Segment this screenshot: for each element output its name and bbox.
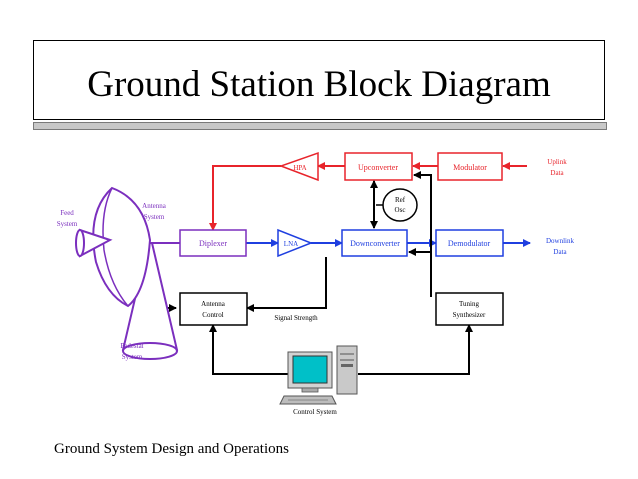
pedestal-system-label-2: System [122, 353, 143, 361]
tuning-synth-label-1: Tuning [459, 300, 479, 308]
cs-to-antenna-control [209, 324, 288, 375]
hpa-amplifier [278, 151, 319, 182]
title-underline-bar [33, 122, 607, 130]
antenna-control-label-2: Control [202, 311, 223, 319]
tuning-synth-label-2: Synthesizer [453, 311, 486, 319]
antenna-system-label-1: Antenna [142, 202, 167, 210]
antenna-control-block [179, 292, 248, 326]
demodulator-block [435, 229, 504, 257]
footer-caption: Ground System Design and Operations [54, 441, 289, 457]
diplexer-block [179, 229, 247, 257]
uplink-chain [209, 162, 527, 231]
lna-label: LNA [284, 240, 298, 248]
hpa-to-diplexer [209, 165, 281, 231]
uplink-data-label-1: Uplink [547, 158, 567, 166]
page-title: Ground Station Block Diagram [87, 64, 551, 105]
upconverter-label: Upconverter [358, 163, 398, 172]
control-system-label: Control System [293, 408, 337, 416]
ref-osc-label-2: Osc [395, 206, 406, 214]
uplink-data-label-2: Data [550, 169, 564, 177]
hpa-label: HPA [293, 164, 306, 172]
downconverter-label: Downconverter [350, 239, 400, 248]
feed-system-label-2: System [57, 220, 78, 228]
control-lines [158, 171, 473, 375]
feed-system-label-1: Feed [60, 209, 74, 217]
tuning-synthesizer-block [435, 292, 504, 326]
cs-to-synthesizer [358, 324, 473, 375]
dish-rim [102, 187, 129, 307]
modulator-label: Modulator [453, 163, 487, 172]
upconverter-block [344, 152, 413, 181]
antenna-control-label-1: Antenna [201, 300, 226, 308]
downconverter-block [341, 229, 408, 257]
diplexer-label: Diplexer [199, 239, 227, 248]
computer-icon [279, 345, 358, 405]
modulator-block [437, 152, 503, 181]
pedestal-system-label-1: Pedestal [120, 342, 143, 350]
antenna-system-label-2: System [144, 213, 165, 221]
synth-to-upconverter [413, 171, 432, 297]
title-box: Ground Station Block Diagram [33, 40, 605, 120]
ref-osc-block [382, 188, 418, 222]
signal-strength-label: Signal Strength [274, 314, 318, 322]
pedestal-base [122, 342, 178, 360]
feed-horn-mouth [75, 229, 85, 257]
ref-osc-label-1: Ref [395, 196, 406, 204]
lna-amplifier [277, 228, 314, 258]
demodulator-label: Demodulator [448, 239, 491, 248]
signal-strength-line [246, 257, 327, 312]
downlink-data-label-1: Downlink [546, 237, 575, 245]
downlink-data-label-2: Data [553, 248, 567, 256]
antenna-dish-icon [75, 186, 180, 360]
